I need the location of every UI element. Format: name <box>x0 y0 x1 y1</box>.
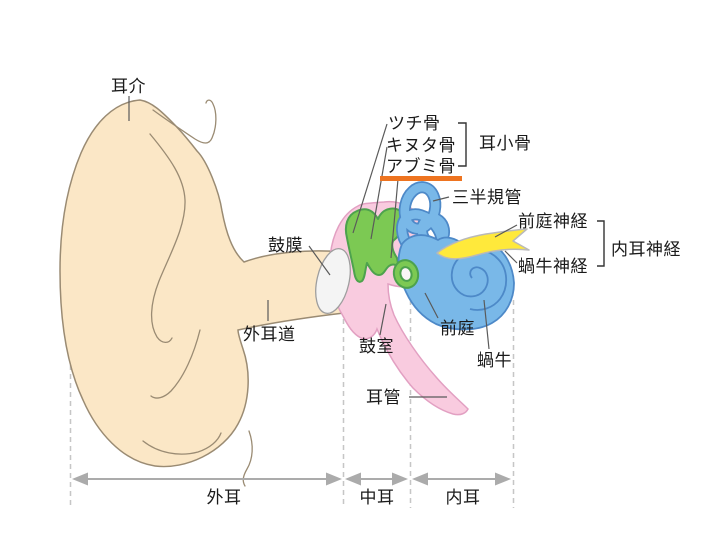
label-semicircular-canals: 三半規管 <box>452 188 522 208</box>
label-auricle: 耳介 <box>111 77 146 97</box>
region-label-outer-ear: 外耳 <box>206 488 242 508</box>
label-vestibulocochlear-nerve: 内耳神経 <box>611 240 681 260</box>
middle-ear-arrow-left-head <box>345 472 361 486</box>
outer-ear-arrow-right-head <box>326 472 342 486</box>
region-label-inner-ear: 内耳 <box>445 488 481 508</box>
antihelix-fold-line <box>149 133 186 344</box>
label-tympanic-cavity: 鼓室 <box>359 337 394 357</box>
leader-incus <box>370 146 388 240</box>
leader-cochlear-nerve <box>504 250 518 264</box>
pinna-shape <box>59 99 345 468</box>
leader-malleus <box>352 123 388 234</box>
eardrum-shape <box>315 247 351 315</box>
leader-vestibule <box>424 292 439 319</box>
leader-vestibular-nerve <box>494 224 518 238</box>
ossicles-shape <box>344 207 406 283</box>
label-ear-canal: 外耳道 <box>243 325 296 345</box>
label-cochlea: 蝸牛 <box>477 351 512 371</box>
stapes-inner-hole <box>399 266 413 282</box>
canal-ring-1 <box>400 182 440 234</box>
helix-curl-line <box>152 99 217 144</box>
label-stapes: アブミ骨 <box>386 157 456 177</box>
outer-ear-arrow-left-head <box>72 472 88 486</box>
label-incus: キヌタ骨 <box>386 136 456 156</box>
inner-ear-arrow-left-head <box>412 472 428 486</box>
region-label-middle-ear: 中耳 <box>359 488 395 508</box>
label-vestibular-nerve: 前庭神経 <box>518 212 588 232</box>
nerve-bracket <box>597 220 605 267</box>
leader-lines <box>128 96 518 398</box>
stapes-underline-highlight <box>380 176 462 181</box>
brackets <box>458 122 605 267</box>
middle-ear-arrow-right-head <box>392 472 408 486</box>
label-eardrum: 鼓膜 <box>268 236 303 256</box>
lobe-fold-line <box>142 432 222 455</box>
ossicles-bracket <box>458 122 467 167</box>
nerve-shape <box>436 228 530 260</box>
label-eustachian-tube: 耳管 <box>366 388 401 408</box>
outer-ear-shape <box>59 99 345 487</box>
inner-ear-arrow-right-head <box>495 472 511 486</box>
leader-eardrum <box>308 245 331 276</box>
label-ossicles: 耳小骨 <box>479 134 532 154</box>
antitragus-fold-line <box>150 329 201 399</box>
leader-semicircular-canals <box>432 196 450 202</box>
label-vestibule: 前庭 <box>440 319 475 339</box>
label-malleus: ツチ骨 <box>388 114 441 134</box>
measure-arrows <box>72 472 511 486</box>
leader-stapes <box>390 178 399 259</box>
tragus-squiggle-line <box>242 430 253 487</box>
cochlea-spiral-line <box>450 249 508 311</box>
label-cochlear-nerve: 蝸牛神経 <box>518 257 588 277</box>
leader-cochlea <box>483 299 490 350</box>
leader-tympanic-cavity <box>379 303 387 336</box>
stapes-shape <box>392 259 420 289</box>
